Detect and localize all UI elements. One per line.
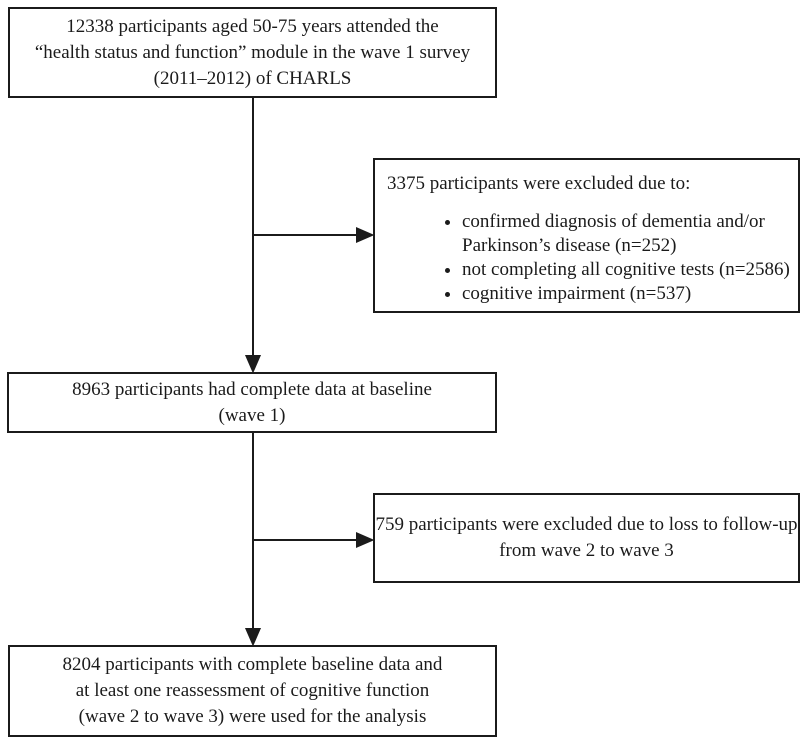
enrollment-line-1: 12338 participants aged 50-75 years atte… <box>66 15 439 37</box>
exclusion-baseline-item: not completing all cognitive tests (n=25… <box>462 258 790 282</box>
analysis-line-1: 8204 participants with complete baseline… <box>62 654 443 675</box>
exclusion-baseline-item: confirmed diagnosis of dementia and/or P… <box>462 210 790 258</box>
exclusion-baseline-list: confirmed diagnosis of dementia and/or P… <box>387 210 790 306</box>
box-baseline-complete: 8963 participants had complete data at b… <box>7 372 497 433</box>
baseline-line-1: 8963 participants had complete data at b… <box>72 378 432 400</box>
box-analysis: 8204 participants with complete baseline… <box>8 645 497 737</box>
exclusion-baseline-title: 3375 participants were excluded due to: <box>387 173 691 194</box>
enrollment-line-3: (2011–2012) of CHARLS <box>153 67 352 89</box>
arrowhead-baseline-to-analysis <box>244 628 262 647</box>
analysis-line-2: at least one reassessment of cognitive f… <box>75 680 430 701</box>
box-exclusion-baseline: 3375 participants were excluded due to: … <box>373 158 800 313</box>
baseline-line-2: (wave 1) <box>218 404 286 426</box>
box-enrollment: 12338 participants aged 50-75 years atte… <box>8 7 497 98</box>
exclusion-baseline-item: cognitive impairment (n=537) <box>462 282 790 306</box>
exclusion-followup-line-2: from wave 2 to wave 3 <box>499 540 674 561</box>
arrowhead-branch-exclusion-baseline <box>356 226 375 244</box>
arrowhead-enrollment-to-baseline <box>244 355 262 374</box>
analysis-line-3: (wave 2 to wave 3) were used for the ana… <box>78 706 427 727</box>
arrowhead-branch-exclusion-followup <box>356 531 375 549</box>
exclusion-followup-line-1: 759 participants were excluded due to lo… <box>375 514 798 535</box>
enrollment-line-2: “health status and function” module in t… <box>34 41 471 63</box>
box-exclusion-followup: 759 participants were excluded due to lo… <box>373 493 800 583</box>
